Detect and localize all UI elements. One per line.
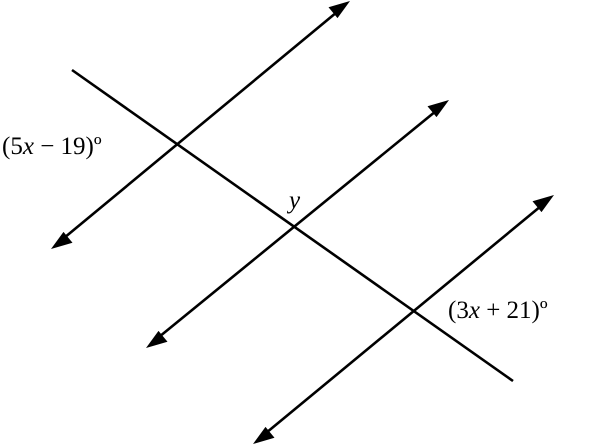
parallel-line-2-arrow-up bbox=[427, 100, 449, 118]
parallel-line-3-arrow-down bbox=[253, 426, 275, 444]
angle-label-left: (5x − 19)º bbox=[2, 133, 102, 160]
parallel-line-1 bbox=[51, 1, 350, 249]
parallel-line-1-arrow-down bbox=[51, 231, 73, 249]
angle-label-middle: y bbox=[286, 187, 301, 214]
parallel-line-2-arrow-down bbox=[146, 330, 168, 348]
parallel-line-3 bbox=[253, 195, 554, 444]
parallel-line-1-segment bbox=[63, 10, 338, 240]
angle-label-right: (3x + 21)º bbox=[448, 297, 548, 324]
parallel-line-2-segment bbox=[158, 109, 437, 339]
transversal-line bbox=[71, 68, 514, 383]
parallel-line-1-arrow-up bbox=[328, 1, 350, 19]
parallel-line-3-arrow-up bbox=[532, 195, 554, 213]
parallel-line-2 bbox=[146, 100, 449, 348]
parallel-line-3-segment bbox=[265, 204, 542, 435]
